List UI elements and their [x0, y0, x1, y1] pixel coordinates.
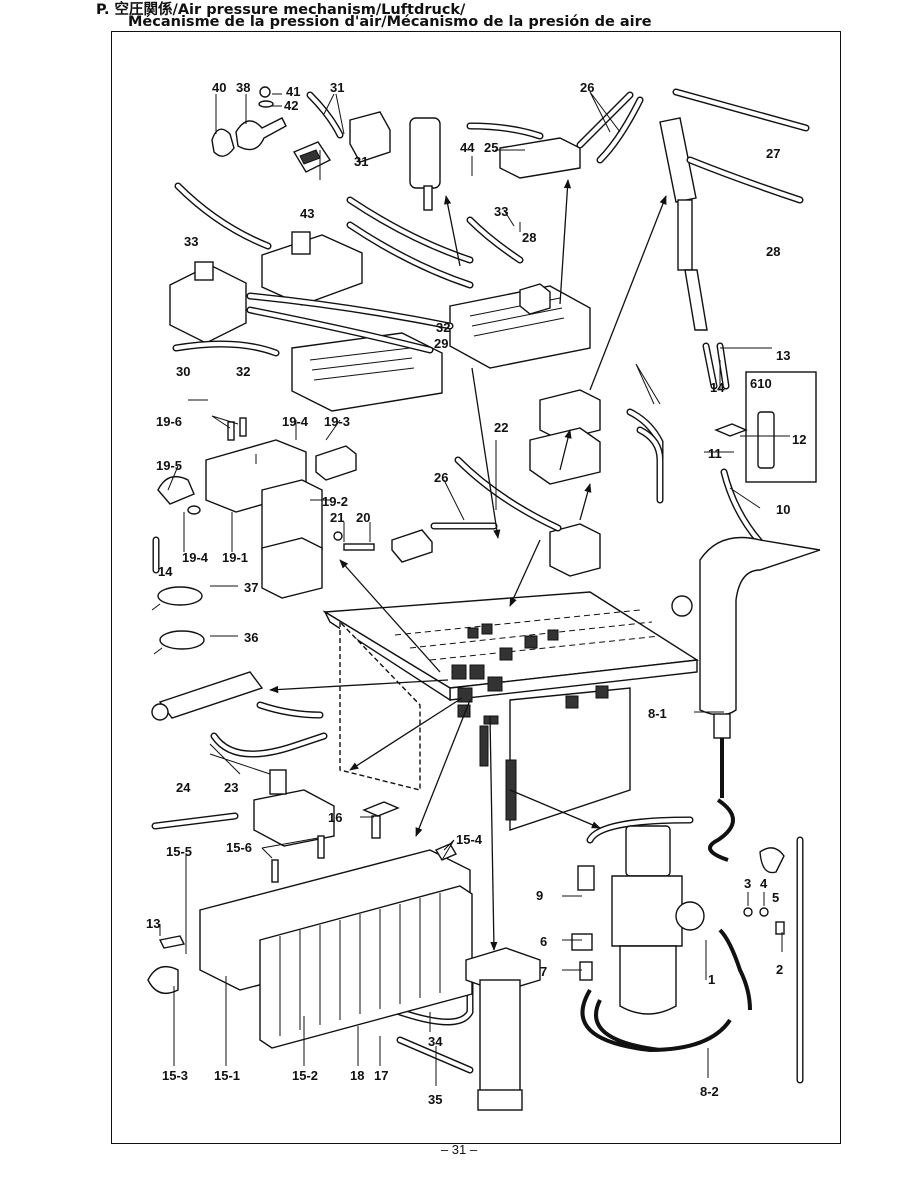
- part-label: 3: [744, 876, 751, 891]
- part-label: 28: [766, 244, 780, 259]
- part-label: 13: [146, 916, 160, 931]
- part-label: 19-1: [222, 550, 248, 565]
- part-label: 19-2: [322, 494, 348, 509]
- air-tubes: [151, 88, 810, 1084]
- assembly-arrows: [269, 179, 667, 951]
- part-label: 15-6: [226, 840, 252, 855]
- part-label: 32: [436, 320, 450, 335]
- part-label: 26: [580, 80, 594, 95]
- part-label: 15-2: [292, 1068, 318, 1083]
- vertical-air-cylinder: [465, 947, 541, 1111]
- part-label: 12: [792, 432, 806, 447]
- part-label: 27: [766, 146, 780, 161]
- part-label: 2: [776, 962, 783, 977]
- part-label: 30: [176, 364, 190, 379]
- part-label: 9: [536, 888, 543, 903]
- part-label: 15-3: [162, 1068, 188, 1083]
- part-label: 15-5: [166, 844, 192, 859]
- cable-ties: [151, 586, 205, 655]
- machine-table: [322, 591, 700, 831]
- inset-label: 610: [750, 376, 772, 391]
- part-label: 36: [244, 630, 258, 645]
- title-line-2: Mécanisme de la pression d'air/Mécanismo…: [128, 14, 652, 30]
- part-label: 44: [460, 140, 475, 155]
- part-label: 20: [356, 510, 370, 525]
- part-label: 31: [354, 154, 368, 169]
- part-label: 19-5: [156, 458, 182, 473]
- air-filter-regulator: [571, 825, 785, 1053]
- part-label: 34: [428, 1034, 443, 1049]
- valve-manifold-19: [157, 417, 433, 599]
- part-label: 26: [434, 470, 448, 485]
- part-label: 33: [494, 204, 508, 219]
- part-label: 19-3: [324, 414, 350, 429]
- part-label: 37: [244, 580, 258, 595]
- part-label: 6: [540, 934, 547, 949]
- diagram-frame: [111, 31, 841, 1144]
- part-label: 7: [540, 964, 547, 979]
- part-label: 23: [224, 780, 238, 795]
- part-label: 19-4: [182, 550, 209, 565]
- part-label: 24: [176, 780, 191, 795]
- part-label: 8-2: [700, 1084, 719, 1099]
- title-line-1: P. 空圧関係/Air pressure mechanism/Luftdruck…: [96, 2, 466, 18]
- part-label: 8-1: [648, 706, 667, 721]
- part-label: 13: [776, 348, 790, 363]
- part-label: 10: [776, 502, 790, 517]
- part-label: 35: [428, 1092, 442, 1107]
- part-label: 42: [284, 98, 298, 113]
- part-label: 21: [330, 510, 344, 525]
- part-label: 14: [158, 564, 173, 579]
- upper-valve-block: [169, 111, 708, 577]
- part-label: 25: [484, 140, 498, 155]
- inset-box-610: 610: [714, 371, 817, 483]
- part-label: 15-4: [456, 832, 483, 847]
- air-cylinder-left: [151, 671, 400, 847]
- part-label: 4: [760, 876, 768, 891]
- part-label: 15-1: [214, 1068, 240, 1083]
- part-label: 41: [286, 84, 300, 99]
- part-label: 22: [494, 420, 508, 435]
- part-label: 43: [300, 206, 314, 221]
- part-label: 31: [330, 80, 344, 95]
- part-label: 1: [708, 972, 715, 987]
- part-label: 16: [328, 810, 342, 825]
- part-label: 19-6: [156, 414, 182, 429]
- part-label: 40: [212, 80, 226, 95]
- part-label: 29: [434, 336, 448, 351]
- page-number: – 31 –: [440, 1142, 478, 1157]
- part-label: 32: [236, 364, 250, 379]
- cable-clamps: [211, 86, 332, 173]
- solenoid-manifold-15: [147, 835, 473, 1049]
- part-label: 14: [710, 380, 725, 395]
- leader-lines: [159, 91, 790, 1086]
- part-label: 28: [522, 230, 536, 245]
- part-label: 19-4: [282, 414, 309, 429]
- part-label: 17: [374, 1068, 388, 1083]
- air-blow-gun: [671, 536, 821, 862]
- part-label: 5: [772, 890, 779, 905]
- part-label: 33: [184, 234, 198, 249]
- part-label: 18: [350, 1068, 364, 1083]
- part-label: 38: [236, 80, 250, 95]
- part-label: 11: [708, 446, 722, 461]
